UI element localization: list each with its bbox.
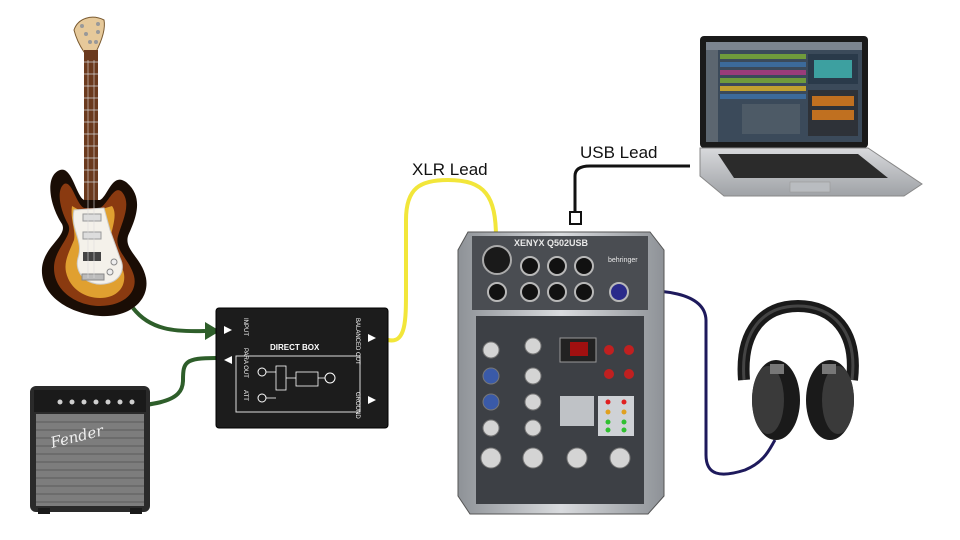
xlr-cable (387, 177, 498, 343)
direct-box-para-out-arrow-icon (224, 356, 232, 364)
direct-box-input-label: INPUT (242, 318, 248, 336)
headphones (737, 299, 859, 440)
direct-box: DIRECT BOX INPUT PARA OUT ATT BALANCED O… (215, 307, 389, 429)
mixer: XENYX Q502USB behringer (457, 231, 665, 515)
direct-box-ground-arrow-icon (368, 396, 376, 404)
input-arrow-icon (205, 322, 220, 340)
mixer-xlr-input (482, 245, 512, 275)
mixer-level-meter (598, 396, 634, 436)
direct-box-ground-label: GROUND (354, 392, 360, 419)
headphone-cable (618, 289, 777, 476)
direct-box-att-label: ATT (242, 390, 248, 401)
guitar-amp: Fender (30, 386, 150, 514)
mixer-model-label: XENYX Q502USB (514, 238, 589, 248)
direct-box-para-out-label: PARA OUT (242, 348, 248, 378)
mixer-phones-jack (609, 282, 629, 302)
guitar-cable (131, 306, 206, 334)
direct-box-balanced-out-label: BALANCED OUT (354, 318, 360, 365)
electric-guitar (41, 16, 147, 317)
direct-box-title: DIRECT BOX (270, 343, 320, 352)
usb-cable (573, 164, 690, 212)
direct-box-input-arrow-icon (224, 326, 232, 334)
laptop (699, 36, 923, 197)
usb-plug (569, 211, 582, 225)
xlr-lead-label: XLR Lead (412, 160, 488, 179)
mixer-knobs (480, 337, 631, 469)
mixer-brand-label: behringer (608, 257, 638, 264)
direct-box-output-arrow-icon (368, 334, 376, 342)
usb-lead-label: USB Lead (580, 143, 658, 162)
